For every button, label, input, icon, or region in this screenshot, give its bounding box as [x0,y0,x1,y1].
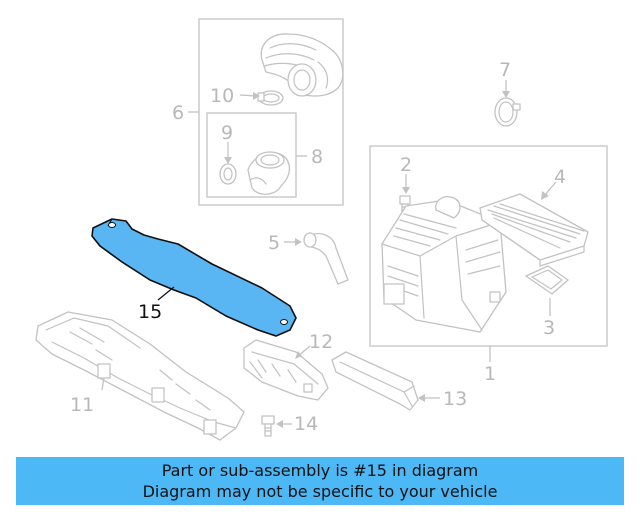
leader-5 [284,238,302,246]
group-box-8 [206,112,297,198]
breather-hose-5 [303,232,349,285]
o-ring [219,163,237,185]
group-box-1 [369,145,608,347]
leader-15 [157,286,175,301]
callout-3: 3 [543,317,555,339]
banner-line-2: Diagram may not be specific to your vehi… [142,482,498,501]
callout-5: 5 [268,232,280,254]
banner-line-1: Part or sub-assembly is #15 in diagram [161,461,479,480]
air-cleaner-box [381,196,507,333]
callout-10: 10 [210,85,234,107]
air-filter-element [479,193,589,267]
elbow-hose [247,151,291,195]
callout-1: 1 [484,363,496,385]
callout-12: 12 [309,331,333,353]
callout-8: 8 [311,146,323,168]
callout-13: 13 [443,388,467,410]
info-banner: Part or sub-assembly is #15 in diagram D… [16,457,624,505]
callout-11: 11 [70,394,94,416]
callout-9: 9 [221,122,233,144]
gasket-3 [525,265,569,295]
callout-14: 14 [294,413,318,435]
hose-clamp [257,90,284,106]
leader-14 [276,420,292,428]
resonator-12 [243,339,329,401]
leader-10 [239,92,260,100]
leader-4 [541,181,557,200]
bolt-14 [261,415,275,437]
leader-2 [402,174,410,194]
duct-13 [331,351,419,411]
intake-hose [260,33,344,97]
callout-2: 2 [400,154,412,176]
leader-7 [502,80,510,98]
callout-4: 4 [554,166,566,188]
callout-7: 7 [499,59,511,81]
leader-13 [418,394,440,402]
callout-15: 15 [138,301,162,323]
leader-9 [224,142,232,164]
leader-12 [295,345,311,359]
callout-6: 6 [172,102,184,124]
clamp-7 [494,97,521,127]
highlighted-part-15[interactable] [91,218,297,337]
air-duct-11 [35,311,245,441]
leader-11 [101,377,105,391]
